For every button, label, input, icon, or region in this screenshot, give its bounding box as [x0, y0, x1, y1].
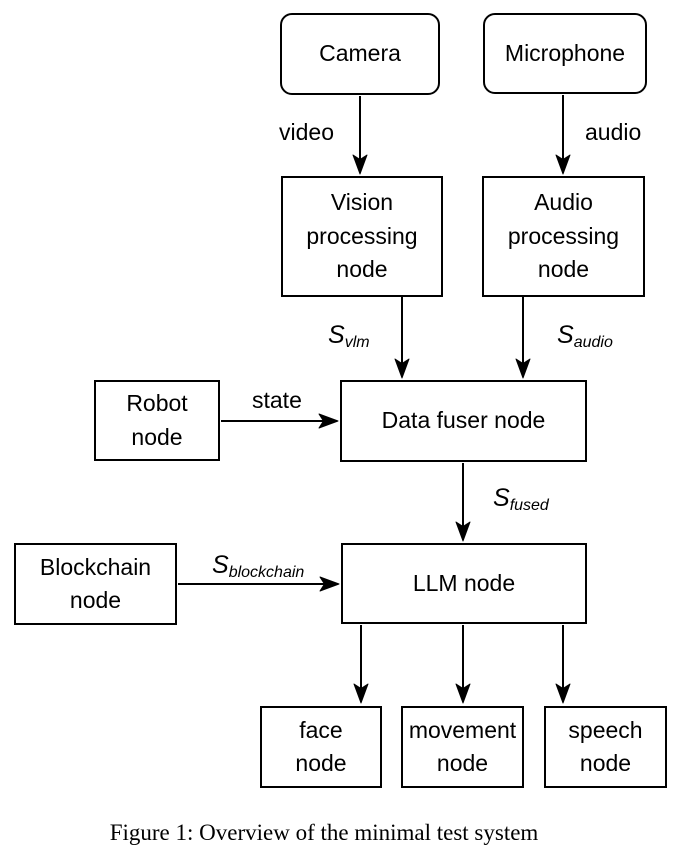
- robot-node-label: Robot node: [126, 390, 188, 450]
- data-fuser-node-label: Data fuser node: [381, 407, 546, 434]
- llm-node: LLM node: [341, 543, 587, 624]
- microphone-node-label: Microphone: [504, 39, 626, 66]
- audio-processing-node-label: Audio processing node: [507, 189, 620, 283]
- speech-node: speech node: [544, 706, 667, 788]
- s-audio-edge-label: Saudio: [557, 321, 613, 351]
- video-edge-label: video: [279, 119, 334, 145]
- movement-node: movement node: [401, 706, 524, 788]
- vision-processing-node: Vision processing node: [281, 176, 443, 297]
- state-edge-label: state: [252, 387, 302, 413]
- data-fuser-node: Data fuser node: [340, 380, 587, 462]
- robot-node: Robot node: [94, 380, 220, 461]
- audio-processing-node: Audio processing node: [482, 176, 645, 297]
- camera-node-label: Camera: [319, 40, 401, 67]
- vision-processing-node-label: Vision processing node: [306, 189, 418, 283]
- face-node-label: face node: [295, 716, 347, 776]
- llm-node-label: LLM node: [412, 569, 516, 596]
- blockchain-node-label: Blockchain node: [39, 553, 152, 613]
- s-blockchain-edge-label: Sblockchain: [212, 551, 305, 581]
- face-node: face node: [260, 706, 382, 788]
- speech-node-label: speech node: [568, 716, 643, 776]
- movement-node-label: movement node: [408, 716, 517, 776]
- audio-edge-label: audio: [585, 119, 642, 145]
- figure-caption: Figure 1: Overview of the minimal test s…: [109, 820, 539, 845]
- microphone-node: Microphone: [483, 13, 647, 94]
- s-vlm-edge-label: Svlm: [328, 321, 370, 351]
- blockchain-node: Blockchain node: [14, 543, 177, 625]
- camera-node: Camera: [280, 13, 440, 95]
- s-fused-edge-label: Sfused: [493, 484, 549, 514]
